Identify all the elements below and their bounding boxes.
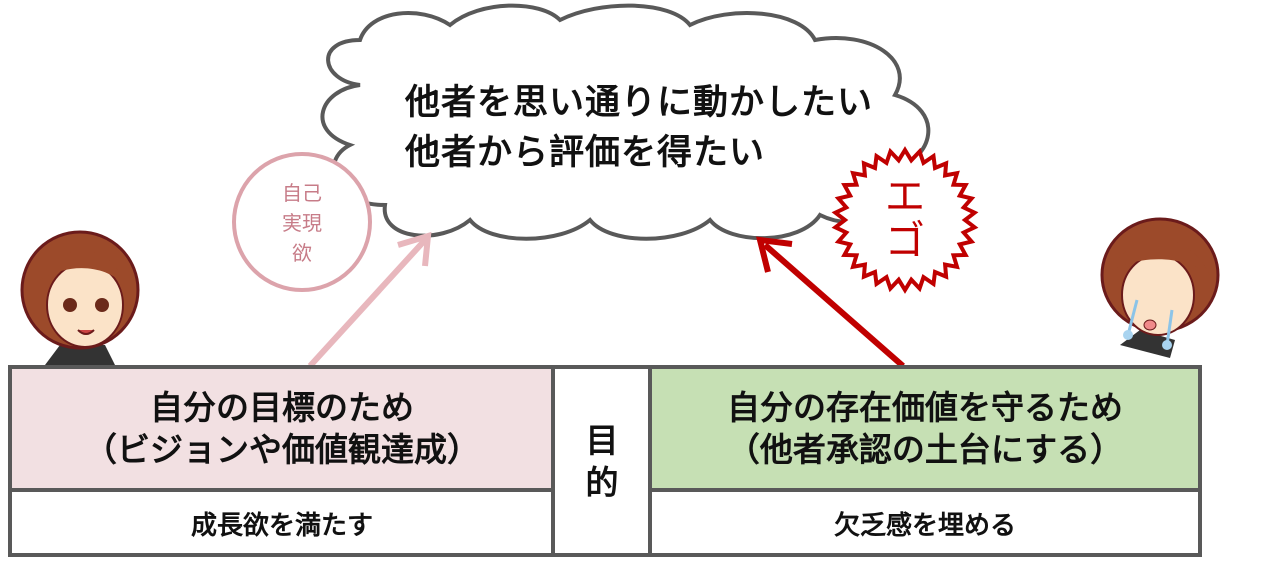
right-sub-cell: 欠乏感を埋める xyxy=(833,510,1016,541)
left-sub-cell: 成長欲を満たす xyxy=(190,510,373,541)
table-right-top-fill xyxy=(650,367,1200,490)
right-title-line-2: （他者承認の土台にする） xyxy=(726,430,1124,469)
purpose-label-cell: 目 的 xyxy=(555,369,649,554)
left-purpose-cell: 自分の目標のため （ビジョンや価値観達成） xyxy=(12,369,552,489)
table-left-top-fill xyxy=(10,367,553,490)
ego-starburst xyxy=(831,146,979,294)
badge-line-2: 実現 xyxy=(282,211,322,235)
pink-arrow xyxy=(307,237,428,369)
crying-girl-avatar xyxy=(1100,217,1220,358)
self-actualization-label: 自己 実現 欲 xyxy=(262,178,342,268)
right-title-line-1: 自分の存在価値を守るため xyxy=(727,388,1123,427)
cloud-line-2: 他者から評価を得たい xyxy=(405,133,766,173)
purpose-label-line-1: 目 xyxy=(585,420,619,460)
badge-line-3: 欲 xyxy=(292,241,312,265)
pink-arrowhead xyxy=(397,231,432,267)
happy-girl-avatar xyxy=(20,230,140,365)
self-actualization-circle xyxy=(232,152,372,292)
left-title-line-1: 自分の目標のため xyxy=(150,388,414,427)
ego-line-2: ゴ xyxy=(885,218,925,264)
red-arrow xyxy=(763,242,905,369)
cloud-line-1: 他者を思い通りに動かしたい xyxy=(405,83,874,123)
cloud-text: 他者を思い通りに動かしたい 他者から評価を得たい xyxy=(405,78,873,178)
left-title-line-2: （ビジョンや価値観達成） xyxy=(84,430,480,469)
badge-line-1: 自己 xyxy=(282,181,322,205)
right-purpose-cell: 自分の存在価値を守るため （他者承認の土台にする） xyxy=(652,369,1198,489)
ego-label: エ ゴ xyxy=(880,175,930,263)
purpose-label-line-2: 的 xyxy=(585,462,619,502)
table-grid xyxy=(8,365,1202,557)
red-arrowhead xyxy=(756,236,793,273)
ego-line-1: エ xyxy=(885,174,925,220)
